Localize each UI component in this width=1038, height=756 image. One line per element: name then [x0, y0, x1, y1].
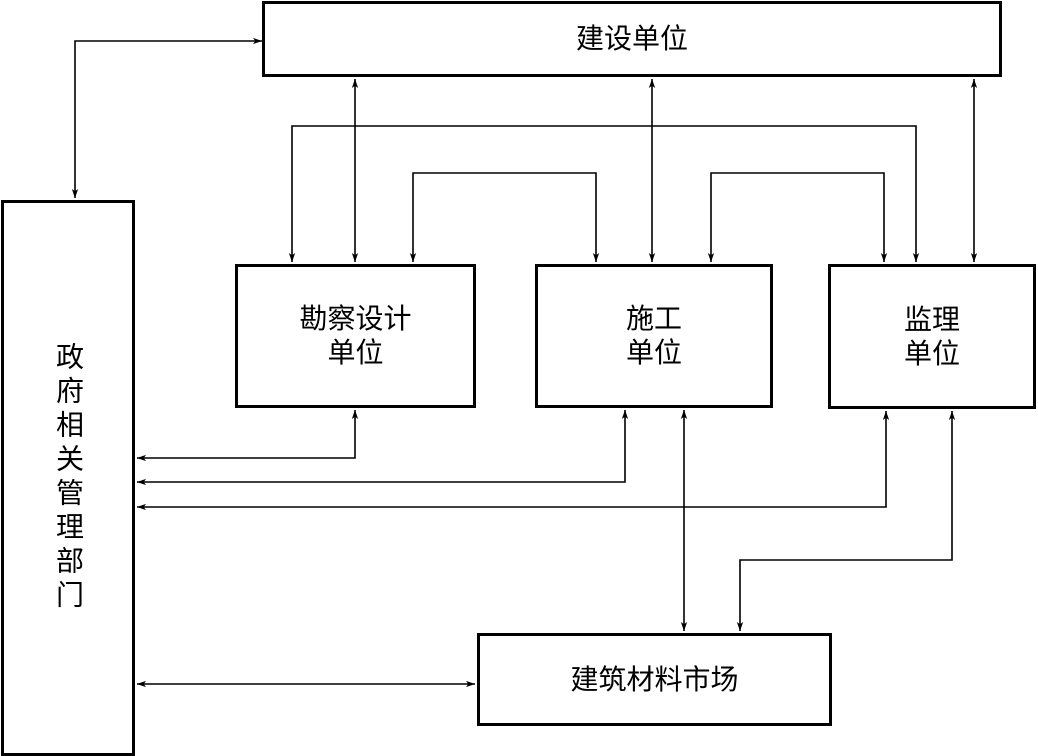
- node-construction: 施工 单位: [535, 264, 773, 408]
- node-construction-label-line1: 施工: [625, 302, 682, 335]
- node-owner-label: 建设单位: [575, 22, 688, 55]
- node-owner: 建设单位: [262, 1, 1002, 77]
- node-construction-label-line2: 单位: [625, 336, 682, 369]
- node-design: 勘察设计 单位: [235, 264, 476, 408]
- node-supervision-label-line2: 单位: [903, 336, 960, 370]
- edge-supervision-market: [736, 411, 956, 631]
- edge-construction-gov: [137, 410, 629, 486]
- edge-design-construction: [409, 172, 600, 262]
- edge-supervision-gov: [137, 411, 890, 511]
- node-supervision-label-line1: 监理: [903, 302, 960, 336]
- edge-construction-supervision: [707, 172, 888, 262]
- node-design-label-line2: 单位: [327, 336, 384, 369]
- node-government-label: 政府相关管理部门: [52, 342, 85, 614]
- node-design-label-line1: 勘察设计: [299, 302, 412, 335]
- node-supervision: 监理 单位: [828, 264, 1036, 409]
- node-material-market: 建筑材料市场: [477, 633, 832, 726]
- edge-supervision-design: [288, 125, 920, 262]
- edge-owner-gov: [71, 37, 262, 198]
- edge-design-gov: [137, 410, 359, 462]
- node-government: 政府相关管理部门: [1, 200, 135, 756]
- node-material-market-label: 建筑材料市场: [570, 662, 739, 696]
